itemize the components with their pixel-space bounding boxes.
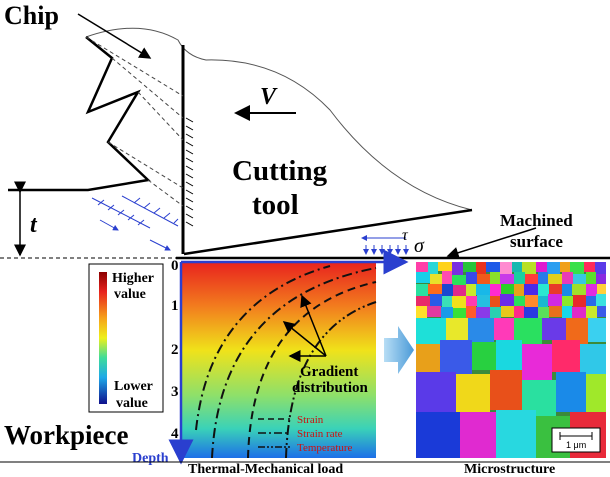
depth-tick-0: 0 (171, 258, 179, 274)
load-panel-caption: Thermal-Mechanical load (188, 462, 343, 477)
shear-zone-arrows (91, 195, 179, 251)
cutting-process-schematic: Chip V Cutting tool t Machined surface τ… (0, 1, 610, 260)
microstructure-map: 1 μm (416, 262, 606, 458)
velocity-label: V (260, 84, 278, 110)
workpiece-section: Higher value Lower value 0 1 2 3 4 Depth… (0, 249, 610, 477)
transition-arrow (384, 326, 414, 374)
gradient-curves (195, 265, 377, 459)
surface-stress-arrows (361, 235, 409, 255)
colorbar-low-1: Lower (114, 379, 153, 394)
depth-tick-3: 3 (171, 384, 179, 400)
machined-surface-arrow (446, 227, 537, 259)
depth-axis-label: Depth (132, 451, 169, 466)
load-legend: Strain Strain rate Temperature (258, 414, 353, 454)
shear-planes (85, 36, 184, 207)
colorbar-low-2: value (116, 396, 148, 411)
tool-flank-face (183, 208, 473, 256)
workpiece-label: Workpiece (4, 420, 128, 450)
rake-hatching (185, 117, 194, 227)
gradient-annotation-2: distribution (292, 380, 369, 396)
legend-strain: Strain (297, 414, 324, 426)
scale-bar-label: 1 μm (566, 440, 586, 450)
legend-strain-rate: Strain rate (297, 428, 343, 440)
depth-tick-4: 4 (171, 426, 179, 442)
depth-of-cut-label: t (30, 212, 38, 238)
machined-surface-label-1: Machined (500, 211, 573, 230)
colorbar-high-1: Higher (112, 271, 154, 286)
temperature-curve (285, 301, 377, 459)
colorbar-high-2: value (114, 287, 146, 302)
outer-curve (195, 265, 331, 431)
serrated-chip (8, 36, 151, 192)
machined-surface-label-2: surface (510, 232, 563, 251)
strain-rate-curve (211, 267, 377, 459)
load-gradient-field (181, 262, 376, 458)
chip-pointer-arrow (77, 13, 152, 59)
depth-tick-1: 1 (171, 298, 179, 314)
cutting-tool-label-2: tool (252, 189, 299, 221)
cutting-tool-label-1: Cutting (232, 155, 328, 187)
strain-curve (247, 281, 377, 459)
chip-outline (85, 27, 473, 211)
tau-label: τ (402, 227, 409, 244)
micro-panel-caption: Microstructure (464, 462, 555, 477)
coarse-grain-layer (416, 318, 606, 458)
gradient-annotation-arrows (282, 294, 327, 362)
depth-tick-2: 2 (171, 342, 179, 358)
legend-temperature: Temperature (297, 442, 353, 454)
gradient-annotation-1: Gradient (300, 364, 358, 380)
depth-ticks: 0 1 2 3 4 (171, 258, 179, 442)
sigma-label: σ (414, 235, 425, 257)
colorbar (99, 272, 107, 404)
chip-label: Chip (4, 1, 59, 30)
fine-grain-layer (416, 262, 606, 319)
